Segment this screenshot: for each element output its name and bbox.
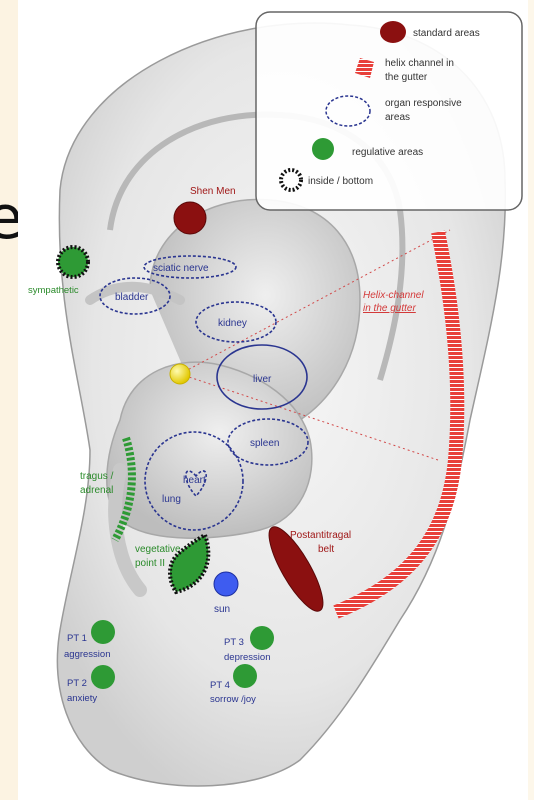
helix-channel-label-2: in the gutter [363,303,416,314]
sun-label: sun [214,604,230,615]
sun-point [214,572,238,596]
liver-label: liver [253,374,272,385]
legend-regulative-label: regulative areas [352,147,423,158]
spleen-label: spleen [250,438,279,449]
legend-helix-label-1: helix channel in [385,58,454,69]
legend-regulative-swatch [312,138,334,160]
pt4-label: PT 4 [210,680,230,691]
center-point [170,364,190,384]
pt2-point [91,665,115,689]
legend-box: standard areas helix channel in the gutt… [256,12,522,210]
shen-men-label: Shen Men [190,186,236,197]
pt1-label: PT 1 [67,633,87,644]
lung-label: lung [162,494,181,505]
pt3-point [250,626,274,650]
legend-organ-label-2: areas [385,112,410,123]
bladder-label: bladder [115,292,149,303]
pt3-desc: depression [224,652,270,663]
pt4-point [233,664,257,688]
tragus-label-1: tragus / [80,471,114,482]
shen-men-point [174,202,206,234]
sympathetic-point [58,247,88,277]
helix-channel-label-1: Helix-channel [363,290,424,301]
pt1-desc: aggression [64,649,110,660]
legend-organ-label-1: organ responsive [385,98,462,109]
legend-inside-label: inside / bottom [308,176,373,187]
legend-helix-label-2: the gutter [385,72,428,83]
postantitragal-label-2: belt [318,544,334,555]
pt2-desc: anxiety [67,693,97,704]
pt1-point [91,620,115,644]
vegetative-label-2: point II [135,558,165,569]
pt2-label: PT 2 [67,678,87,689]
sympathetic-label: sympathetic [28,285,79,296]
postantitragal-label-1: Postantitragal [290,530,351,541]
legend-standard-swatch [380,21,406,43]
heart-label: heart [183,475,206,486]
vegetative-label-1: vegetative [135,544,181,555]
tragus-label-2: adrenal [80,485,113,496]
legend-standard-label: standard areas [413,28,480,39]
pt3-label: PT 3 [224,637,244,648]
sciatic-nerve-label: sciatic nerve [153,263,209,274]
kidney-label: kidney [218,318,247,329]
pt4-desc: sorrow /joy [210,694,256,705]
